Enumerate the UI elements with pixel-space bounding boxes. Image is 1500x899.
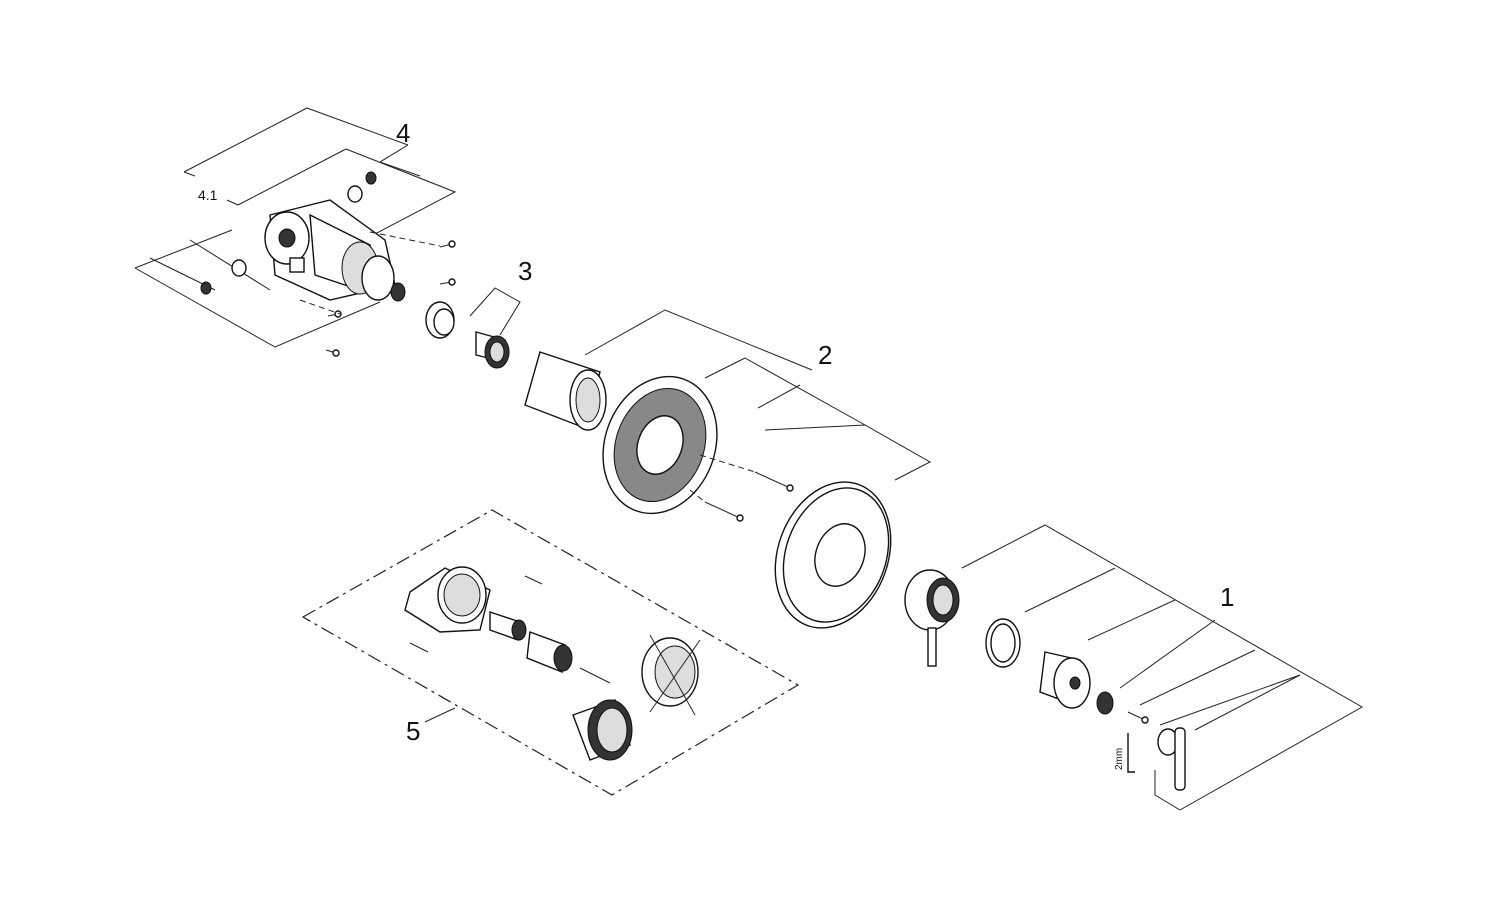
- sleeve-part: [524, 351, 607, 431]
- callout-5: 5: [406, 716, 420, 746]
- ring-5: [641, 634, 701, 716]
- adapter-part: [475, 331, 510, 369]
- hex-key: [1127, 733, 1135, 773]
- mounting-plate: [602, 375, 718, 515]
- callout-1: 1: [1220, 582, 1234, 612]
- set-screw-pin: [1127, 711, 1149, 724]
- sleeve-5: [526, 631, 573, 673]
- valve-body: [264, 199, 406, 302]
- group-5-box: [301, 509, 800, 796]
- callout-2: 2: [818, 340, 832, 370]
- o-ring: [985, 618, 1021, 668]
- callout-4: 4: [396, 118, 410, 148]
- group-2-bracket: [584, 309, 932, 481]
- handle-sleeve: [904, 569, 960, 667]
- group-1-bracket: [961, 524, 1364, 811]
- callout-4-1: 4.1: [198, 187, 218, 203]
- spindle-5: [489, 611, 527, 641]
- hex-key-label: 2mm: [1114, 748, 1125, 770]
- cap-5: [572, 699, 633, 761]
- callout-3: 3: [518, 256, 532, 286]
- lever-handle: [1157, 727, 1186, 791]
- spline-adapter: [1096, 691, 1114, 715]
- escutcheon: [774, 481, 892, 629]
- group-3-bracket: [469, 287, 521, 336]
- group-4-bracket: [134, 107, 457, 348]
- screws-2: [689, 454, 794, 522]
- cartridge-housing-5: [404, 566, 491, 633]
- pins-5: [409, 575, 611, 684]
- cap-part: [1039, 651, 1091, 709]
- small-fittings-4: [200, 171, 456, 357]
- ring-part: [425, 301, 455, 339]
